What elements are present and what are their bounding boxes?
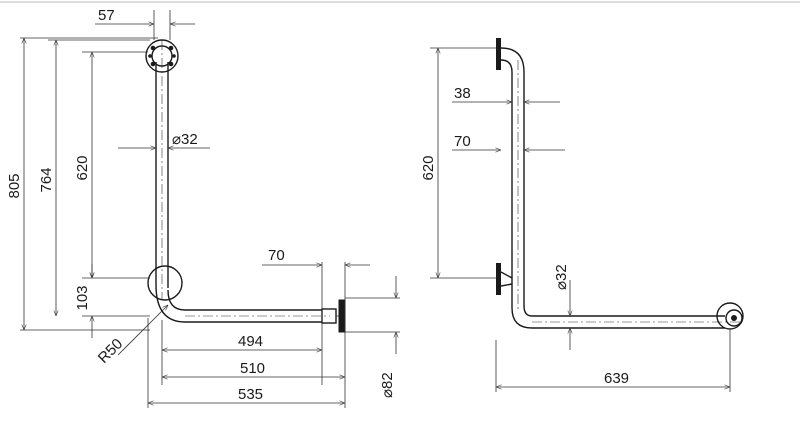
left-vertical-pipe [155, 40, 169, 300]
dim-639: 639 [604, 370, 629, 387]
dim-805: 805 [6, 173, 23, 198]
right-view: 620 38 70 ⌀32 639 [420, 38, 744, 392]
dim-535: 535 [238, 386, 263, 403]
dim-dia-32-left: ⌀32 [172, 131, 198, 148]
dim-57: 57 [98, 7, 115, 24]
dim-70-right: 70 [454, 133, 471, 150]
dim-510: 510 [240, 360, 265, 377]
dim-38: 38 [454, 85, 471, 102]
dim-764: 764 [38, 167, 55, 192]
dim-103: 103 [74, 285, 91, 310]
dim-494: 494 [238, 333, 263, 350]
left-horizontal-pipe [155, 284, 346, 333]
right-middle-plate [496, 263, 501, 295]
dim-dia-32-right: ⌀32 [553, 264, 570, 290]
dim-620-right: 620 [420, 155, 437, 180]
right-vertical-pipe [511, 60, 525, 310]
right-horizontal-pipe [511, 305, 740, 329]
right-top-plate [496, 38, 501, 70]
left-lower-flange [147, 265, 183, 301]
dim-r50: R50 [95, 335, 126, 366]
dim-70-left: 70 [268, 247, 285, 264]
left-view: 57 805 764 620 103 ⌀32 R50 70 494 510 [6, 7, 400, 408]
dim-dia-82: ⌀82 [379, 372, 396, 398]
dim-620: 620 [74, 155, 91, 180]
right-end-flange [716, 302, 744, 330]
